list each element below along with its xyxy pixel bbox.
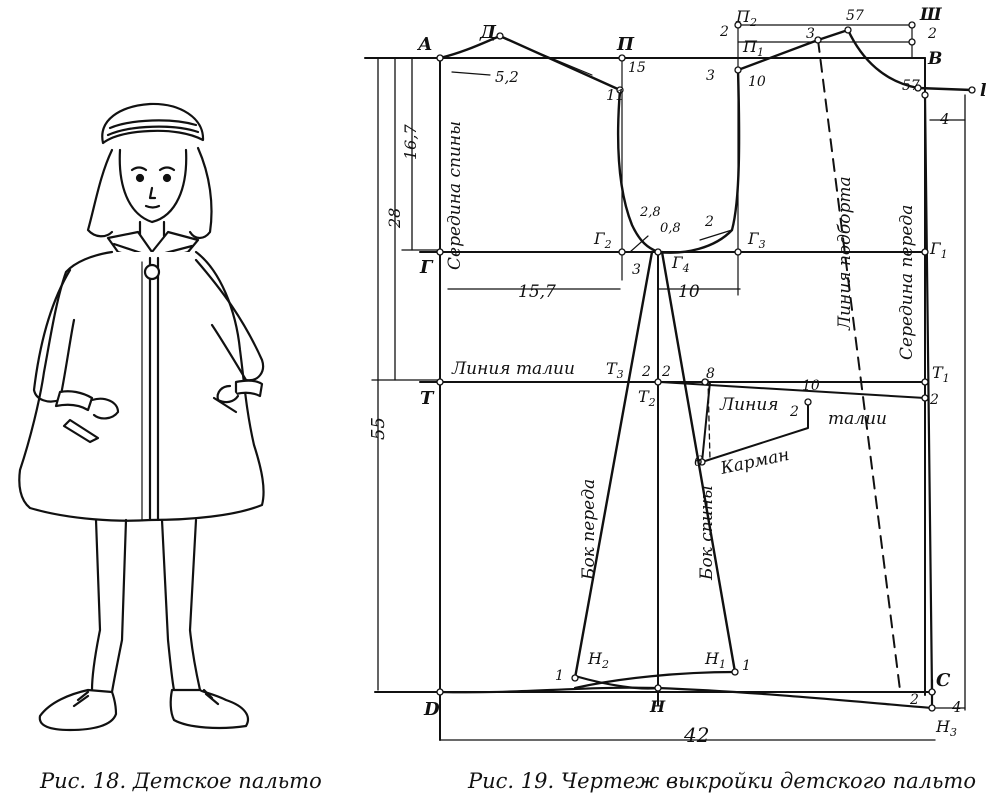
front-edge-hem [438, 93, 934, 710]
label-B: В [927, 49, 942, 69]
measure-57-a: 57 [846, 8, 864, 24]
label-P1: П1 [742, 37, 764, 59]
label-H2: Н2 [587, 649, 609, 671]
measure-1-a: 1 [555, 668, 564, 684]
pocket-line-label: Линия [719, 395, 779, 415]
measure-3-a: 3 [706, 68, 715, 84]
label-T: Т [420, 388, 435, 409]
measure-2-b: 2 [927, 26, 937, 42]
measure-57-b: 57 [902, 78, 920, 94]
label-C: С [936, 670, 951, 691]
measure-lines-left [364, 57, 966, 711]
label-P2: П2 [735, 7, 757, 29]
side-back-label: Бок спины [697, 485, 717, 581]
measure-10-b: 10 [748, 74, 766, 90]
measure-10: 10 [678, 282, 700, 302]
label-T3: Т3 [606, 359, 624, 381]
label-G3: Г3 [747, 229, 766, 251]
measure-2-c: 2 [704, 214, 714, 230]
measure-1-b: 1 [742, 658, 751, 674]
point-labels: А Д П П2 П1 Ш В Г Г1 Г2 Г3 Г4 Т Т1 Т2 Т3… [416, 5, 987, 739]
label-G4: Г4 [671, 253, 690, 275]
measure-28: 28 [385, 208, 404, 229]
label-T1: Т1 [932, 363, 950, 385]
measure-11: 11 [606, 86, 625, 104]
label-T2: Т2 [638, 387, 656, 409]
label-G1: Г1 [929, 239, 948, 261]
label-A: А [416, 34, 433, 55]
construction-points [436, 21, 976, 712]
label-H1: Н1 [704, 649, 726, 671]
measure-6: 6 [694, 454, 703, 470]
measure-2-a: 2 [719, 24, 729, 40]
measure-2-e: 2 [661, 364, 671, 380]
label-D-top: Д [479, 22, 497, 43]
facing-line-label: Линия подборта [835, 176, 855, 331]
measure-2-8: 2,8 [639, 205, 661, 220]
back-shoulder-armhole [438, 28, 974, 254]
measure-0-8: 0,8 [660, 221, 681, 236]
label-H: Н [649, 697, 666, 716]
facing-line [817, 39, 901, 691]
measure-4-top: 4 [939, 110, 950, 128]
front-center-label: Середина переда [897, 205, 917, 360]
child-coat-illustration [18, 102, 265, 732]
label-G2: Г2 [593, 229, 612, 251]
caption-figure-19: Рис. 19. Чертеж выкройки детского пальто [467, 769, 976, 793]
measure-16-7: 16,7 [401, 124, 420, 160]
waist-front [659, 381, 926, 399]
label-P: П [616, 34, 635, 55]
label-D: D [423, 699, 440, 720]
measure-2-h: 2 [909, 692, 919, 708]
side-seams [573, 250, 737, 680]
measure-2-d: 2 [641, 364, 651, 380]
measure-10-c: 10 [802, 378, 820, 394]
label-l: l [980, 81, 987, 101]
measure-2-g: 2 [789, 404, 799, 420]
pocket-outline [701, 379, 809, 463]
measure-3-b: 3 [806, 26, 815, 42]
back-center-label: Середина спины [445, 121, 465, 270]
pocket-label: Карман [718, 445, 791, 479]
measure-42: 42 [683, 723, 709, 747]
label-H3: Н3 [935, 717, 957, 739]
measurement-labels: 16,7 28 55 15,7 10 42 4 4 5,2 11 15 3 2 … [368, 8, 962, 747]
measure-4-bottom: 4 [951, 698, 962, 716]
measure-55: 55 [368, 417, 389, 440]
armhole-guides [621, 24, 913, 296]
side-front-label: Бок переда [579, 479, 599, 581]
label-G: Г [419, 257, 434, 278]
measure-3-c: 3 [632, 262, 641, 278]
caption-figure-18: Рис. 18. Детское пальто [39, 769, 322, 793]
measure-8: 8 [706, 366, 715, 382]
measure-15: 15 [628, 60, 646, 76]
measure-15-7: 15,7 [518, 282, 556, 302]
measure-5-2: 5,2 [495, 68, 519, 86]
pattern-annotations: Середина спины Середина переда Линия тал… [445, 121, 917, 581]
pocket-waist-label: талии [828, 409, 887, 429]
label-Sh: Ш [919, 5, 943, 25]
measure-2-f: 2 [929, 392, 939, 408]
waist-line-label: Линия талии [451, 359, 575, 379]
